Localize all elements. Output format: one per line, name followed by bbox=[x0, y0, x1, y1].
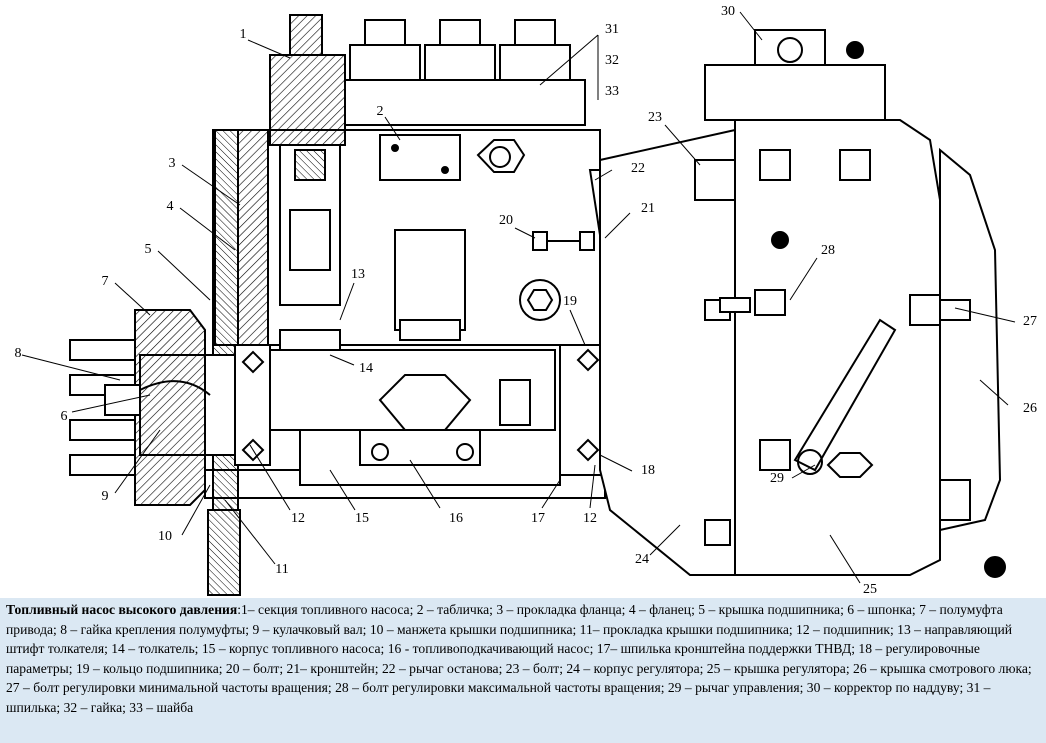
callout-1: 1 bbox=[240, 27, 247, 42]
callout-30: 30 bbox=[721, 4, 735, 19]
callout-4: 4 bbox=[167, 199, 174, 214]
pump-outline bbox=[69, 14, 1006, 596]
callout-13: 13 bbox=[351, 267, 365, 282]
callout-16: 16 bbox=[449, 511, 463, 526]
callout-2: 2 bbox=[377, 104, 384, 119]
callout-20: 20 bbox=[499, 213, 513, 228]
callout-27: 27 bbox=[1023, 314, 1037, 329]
pump-drawing: 1 2 3 4 5 6 7 8 9 10 11 12 12 13 14 15 1… bbox=[15, 4, 1038, 597]
callout-19: 19 bbox=[563, 294, 577, 309]
callout-21: 21 bbox=[641, 201, 655, 216]
figure-caption: Топливный насос высокого давления:1– сек… bbox=[0, 598, 1046, 743]
callout-25: 25 bbox=[863, 582, 877, 597]
caption-text: :1– секция топливного насоса; 2 – таблич… bbox=[6, 602, 1032, 715]
leader-lines bbox=[21, 11, 1016, 584]
callout-33: 33 bbox=[605, 84, 619, 99]
pump-drawing-svg: 1 2 3 4 5 6 7 8 9 10 11 12 12 13 14 15 1… bbox=[15, 4, 1038, 597]
callout-7: 7 bbox=[102, 274, 109, 289]
callout-29: 29 bbox=[770, 471, 784, 486]
callout-8: 8 bbox=[15, 346, 22, 361]
callout-23: 23 bbox=[648, 110, 662, 125]
callout-32: 32 bbox=[605, 53, 619, 68]
callout-15: 15 bbox=[355, 511, 369, 526]
callout-14: 14 bbox=[359, 361, 373, 376]
callout-28: 28 bbox=[821, 243, 835, 258]
callout-3: 3 bbox=[169, 156, 176, 171]
callout-10: 10 bbox=[158, 529, 172, 544]
callout-12b: 12 bbox=[583, 511, 597, 526]
callout-17: 17 bbox=[531, 511, 545, 526]
callout-11: 11 bbox=[275, 562, 288, 577]
callout-31: 31 bbox=[605, 22, 619, 37]
callout-9: 9 bbox=[102, 489, 109, 504]
callout-22: 22 bbox=[631, 161, 645, 176]
callout-18: 18 bbox=[641, 463, 655, 478]
callout-24: 24 bbox=[635, 552, 649, 567]
callout-5: 5 bbox=[145, 242, 152, 257]
callout-6: 6 bbox=[61, 409, 68, 424]
callout-26: 26 bbox=[1023, 401, 1037, 416]
callout-12: 12 bbox=[291, 511, 305, 526]
caption-title: Топливный насос высокого давления bbox=[6, 602, 238, 617]
callout-labels: 1 2 3 4 5 6 7 8 9 10 11 12 12 13 14 15 1… bbox=[15, 4, 1038, 597]
